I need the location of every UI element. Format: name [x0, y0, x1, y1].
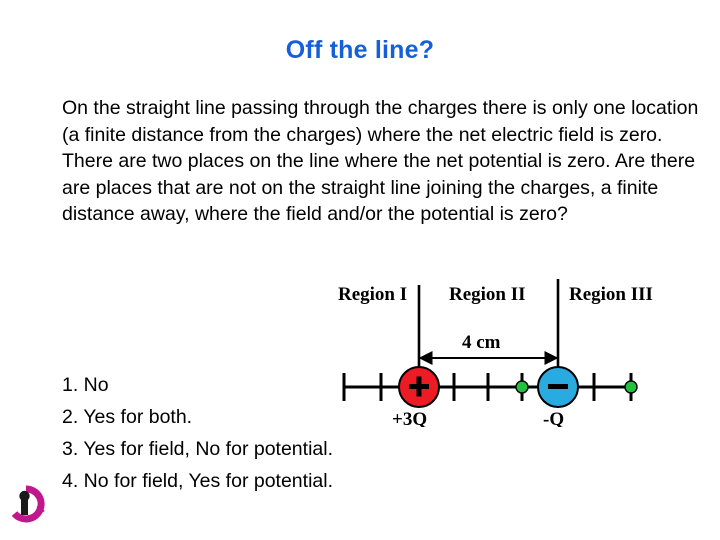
negative-charge-label: -Q [543, 409, 564, 427]
region-label-3: Region III [569, 284, 653, 305]
body-paragraph: On the straight line passing through the… [62, 97, 699, 225]
charge-diagram: Region I Region II Region III 4 cm [330, 277, 720, 427]
dimension-label: 4 cm [462, 332, 501, 353]
list-item[interactable]: 3. Yes for field, No for potential. [62, 438, 334, 460]
region-label-1: Region I [338, 284, 407, 305]
positive-charge-label: +3Q [392, 409, 427, 427]
logo-stem [21, 500, 28, 515]
zero-potential-marker [624, 380, 638, 394]
page-title: Off the line? [285, 36, 435, 64]
region-label-2: Region II [449, 284, 526, 305]
list-item[interactable]: 1. No [62, 374, 109, 396]
logo-dot [19, 490, 30, 502]
answer-options-list: 1. No 2. Yes for both. 3. Yes for field,… [62, 369, 442, 497]
brand-logo-icon [6, 484, 46, 524]
list-item[interactable]: 2. Yes for both. [62, 406, 193, 428]
arrow-head-icon [36, 506, 45, 516]
list-item[interactable]: 4. No for field, Yes for potential. [62, 470, 334, 492]
zero-potential-marker [515, 380, 529, 394]
